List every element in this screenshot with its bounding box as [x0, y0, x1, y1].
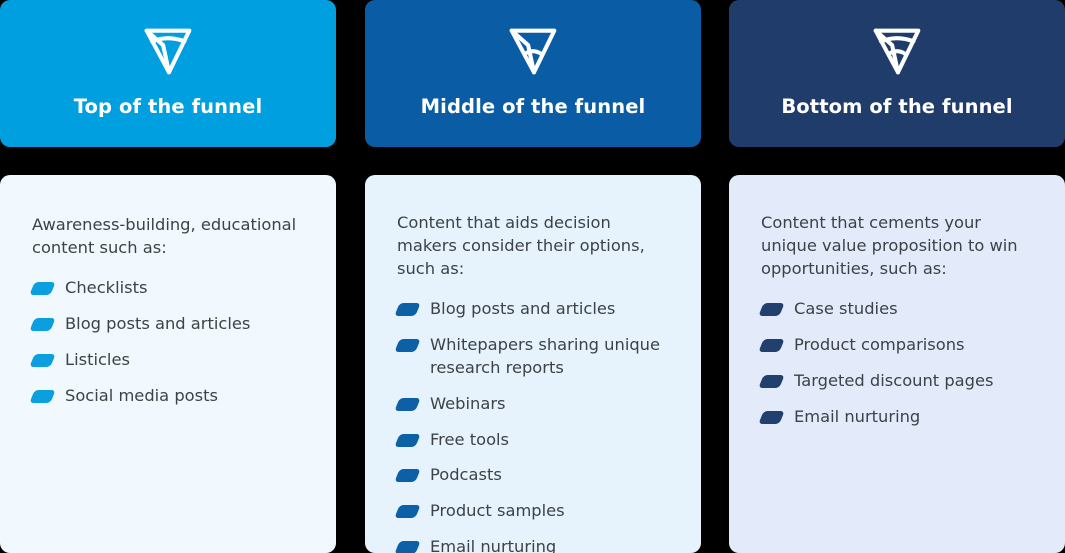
funnel-body-card-bottom: Content that cements your unique value p… [729, 175, 1065, 553]
funnel-intro-text-top: Awareness-building, educational content … [32, 215, 297, 258]
list-item: Blog posts and articles [394, 298, 675, 321]
bullet-marker-icon [758, 339, 785, 353]
funnel-body-card-middle: Content that aids decision makers consid… [365, 175, 701, 553]
list-item: Case studies [758, 298, 1039, 321]
column-gap [0, 147, 336, 175]
list-item-label: Webinars [430, 393, 506, 413]
list-item: Webinars [394, 393, 675, 416]
bullet-marker-icon [394, 505, 421, 519]
list-item-label: Whitepapers sharing unique research repo… [430, 335, 661, 378]
list-item: Blog posts and articles [29, 313, 310, 336]
funnel-item-list-top: Checklists Blog posts and articles Listi… [29, 277, 310, 408]
funnel-icon [866, 20, 928, 82]
list-item-label: Email nurturing [430, 537, 557, 553]
funnel-column-top: Top of the funnel Awareness-building, ed… [0, 0, 336, 553]
funnel-header-card-middle: Middle of the funnel [365, 0, 701, 147]
bullet-marker-icon [394, 397, 421, 411]
funnel-body-card-top: Awareness-building, educational content … [0, 175, 336, 553]
bullet-marker-icon [758, 410, 785, 424]
funnel-icon [137, 20, 199, 82]
bullet-marker-icon [29, 282, 56, 296]
bullet-marker-icon [394, 469, 421, 483]
list-item: Product comparisons [758, 334, 1039, 357]
bullet-marker-icon [394, 339, 421, 353]
column-gap [729, 147, 1065, 175]
bullet-marker-icon [758, 375, 785, 389]
bullet-marker-icon [29, 353, 56, 367]
list-item: Social media posts [29, 385, 310, 408]
list-item-label: Listicles [65, 349, 130, 369]
list-item-label: Social media posts [65, 385, 218, 405]
column-gap [365, 147, 701, 175]
list-item: Targeted discount pages [758, 370, 1039, 393]
list-item: Email nurturing [758, 406, 1039, 429]
funnel-item-list-middle: Blog posts and articles Whitepapers shar… [394, 298, 675, 553]
list-item-label: Product samples [430, 501, 565, 521]
list-item: Podcasts [394, 464, 675, 487]
bullet-marker-icon [394, 433, 421, 447]
list-item-label: Checklists [65, 278, 148, 298]
list-item: Listicles [29, 349, 310, 372]
funnel-header-card-bottom: Bottom of the funnel [729, 0, 1065, 147]
bullet-marker-icon [758, 303, 785, 317]
funnel-header-card-top: Top of the funnel [0, 0, 336, 147]
funnel-column-middle: Middle of the funnel Content that aids d… [365, 0, 701, 553]
list-item-label: Blog posts and articles [65, 314, 251, 334]
list-item: Checklists [29, 277, 310, 300]
funnel-header-title-bottom: Bottom of the funnel [781, 95, 1013, 118]
bullet-marker-icon [394, 303, 421, 317]
funnel-intro-text-bottom: Content that cements your unique value p… [761, 213, 1018, 279]
funnel-item-list-bottom: Case studies Product comparisons Targete… [758, 298, 1039, 429]
bullet-marker-icon [29, 389, 56, 403]
list-item-label: Blog posts and articles [430, 299, 616, 319]
list-item: Email nurturing [394, 536, 675, 553]
funnel-header-title-top: Top of the funnel [73, 95, 263, 118]
list-item-label: Podcasts [430, 465, 502, 485]
funnel-intro-text-middle: Content that aids decision makers consid… [397, 213, 645, 279]
funnel-column-bottom: Bottom of the funnel Content that cement… [729, 0, 1065, 553]
list-item-label: Case studies [794, 299, 898, 319]
funnel-icon [502, 20, 564, 82]
list-item: Free tools [394, 429, 675, 452]
list-item: Product samples [394, 500, 675, 523]
bullet-marker-icon [394, 541, 421, 553]
list-item-label: Free tools [430, 429, 510, 449]
list-item-label: Product comparisons [794, 335, 965, 355]
list-item: Whitepapers sharing unique research repo… [394, 334, 675, 380]
list-item-label: Email nurturing [794, 406, 921, 426]
bullet-marker-icon [29, 318, 56, 332]
funnel-header-title-middle: Middle of the funnel [420, 95, 646, 118]
list-item-label: Targeted discount pages [794, 371, 994, 391]
